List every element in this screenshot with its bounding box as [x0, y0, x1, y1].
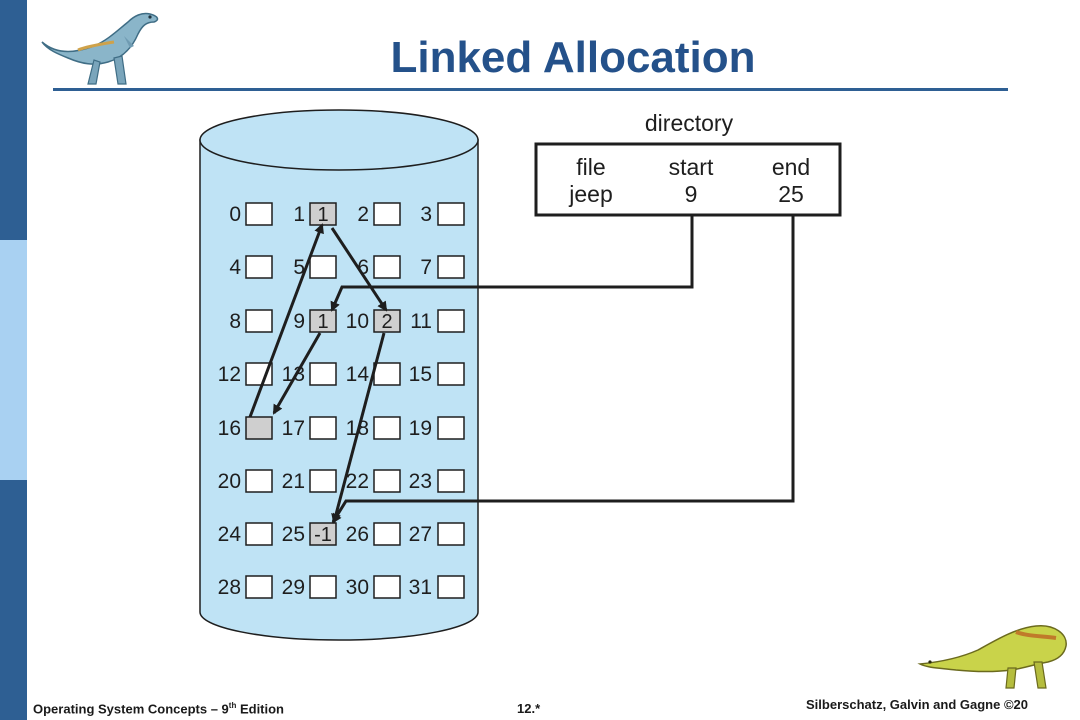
- disk-block-3: [437, 202, 465, 226]
- disk-block-grid: 0112345678911021112131415161718192021222…: [218, 202, 465, 599]
- block-number-24: 24: [218, 523, 242, 546]
- disk-block-30: [373, 575, 401, 599]
- chain-arrow-16-to-1: [248, 223, 324, 418]
- disk-block-15: [437, 362, 465, 386]
- block-number-21: 21: [282, 470, 305, 493]
- footer-book-title-tail: Edition: [236, 701, 285, 717]
- disk-block-8: [245, 309, 273, 333]
- disk-block-7: [437, 255, 465, 279]
- footer-book-title-main: Operating System Concepts – 9: [33, 701, 229, 717]
- sidebar-segment-middle: [0, 240, 27, 480]
- disk-block-19: [437, 416, 465, 440]
- disk-block-29: [309, 575, 337, 599]
- block-number-2: 2: [357, 203, 369, 226]
- slide-title: Linked Allocation: [390, 33, 756, 82]
- block-number-30: 30: [346, 576, 369, 599]
- disk-block-31: [437, 575, 465, 599]
- disk-block-16: [245, 416, 273, 440]
- disk-block-28: [245, 575, 273, 599]
- block-number-31: 31: [409, 576, 432, 599]
- disk-block-5: [309, 255, 337, 279]
- title-underline: [53, 88, 1008, 91]
- block-number-20: 20: [218, 470, 241, 493]
- start-pointer-arrow: [330, 215, 694, 312]
- chain-arrow-10-to-25: [331, 332, 386, 524]
- dinosaur-mascot-icon: [917, 625, 1067, 689]
- disk-block-11: [437, 309, 465, 333]
- block-number-26: 26: [346, 523, 369, 546]
- block-number-5: 5: [293, 256, 305, 279]
- block-number-4: 4: [229, 256, 241, 279]
- block-number-27: 27: [409, 523, 432, 546]
- disk-block-18: [373, 416, 401, 440]
- chain-arrow-1-to-10: [330, 227, 388, 312]
- block-pointer-value-9: 1: [317, 311, 328, 333]
- block-number-25: 25: [282, 523, 305, 546]
- disk-block-13: [309, 362, 337, 386]
- directory-caption: directory: [645, 110, 734, 136]
- disk-block-14: [373, 362, 401, 386]
- block-number-16: 16: [218, 417, 241, 440]
- directory-header-start: start: [669, 154, 714, 180]
- block-number-12: 12: [218, 363, 241, 386]
- block-number-28: 28: [218, 576, 241, 599]
- footer-copyright: Silberschatz, Galvin and Gagne ©20: [806, 697, 1028, 712]
- block-number-0: 0: [229, 203, 241, 226]
- block-number-10: 10: [346, 310, 369, 333]
- dinosaur-logo-icon: [41, 12, 159, 85]
- chain-arrow-9-to-16: [272, 332, 322, 415]
- disk-block-0: [245, 202, 273, 226]
- block-number-15: 15: [409, 363, 432, 386]
- directory-header-file: file: [576, 154, 605, 180]
- block-number-6: 6: [357, 256, 369, 279]
- block-number-19: 19: [409, 417, 432, 440]
- sidebar-segment-bottom: [0, 480, 27, 720]
- footer-page-number: 12.*: [517, 701, 541, 716]
- directory-header-end: end: [772, 154, 810, 180]
- disk-block-4: [245, 255, 273, 279]
- disk-block-22: [373, 469, 401, 493]
- disk-block-24: [245, 522, 273, 546]
- disk-block-27: [437, 522, 465, 546]
- block-pointer-value-10: 2: [381, 311, 392, 333]
- block-number-14: 14: [346, 363, 370, 386]
- disk-block-17: [309, 416, 337, 440]
- block-number-29: 29: [282, 576, 305, 599]
- sidebar-segment-top: [0, 0, 27, 240]
- block-number-17: 17: [282, 417, 305, 440]
- block-number-1: 1: [293, 203, 305, 226]
- block-number-7: 7: [420, 256, 432, 279]
- block-pointer-value-25: -1: [314, 524, 332, 546]
- directory-cell-end: 25: [778, 181, 804, 207]
- directory-table: [534, 142, 842, 217]
- disk-block-2: [373, 202, 401, 226]
- disk-block-6: [373, 255, 401, 279]
- block-number-9: 9: [293, 310, 305, 333]
- footer-book-title-superscript: th: [228, 701, 237, 710]
- block-number-22: 22: [346, 470, 369, 493]
- block-number-3: 3: [420, 203, 432, 226]
- directory-cell-file: jeep: [568, 181, 612, 207]
- block-number-23: 23: [409, 470, 432, 493]
- disk-block-21: [309, 469, 337, 493]
- sidebar-band: [0, 0, 27, 720]
- block-number-11: 11: [410, 310, 432, 333]
- footer-book-title: Operating System Concepts – 9th Edition: [33, 701, 284, 716]
- disk-cylinder: [199, 109, 479, 641]
- disk-block-9: [309, 309, 337, 333]
- disk-block-20: [245, 469, 273, 493]
- directory-cell-start: 9: [685, 181, 698, 207]
- block-pointer-value-1: 1: [317, 204, 328, 226]
- end-pointer-arrow: [331, 215, 795, 524]
- disk-block-23: [437, 469, 465, 493]
- disk-block-25: [309, 522, 337, 546]
- disk-block-26: [373, 522, 401, 546]
- block-number-8: 8: [229, 310, 241, 333]
